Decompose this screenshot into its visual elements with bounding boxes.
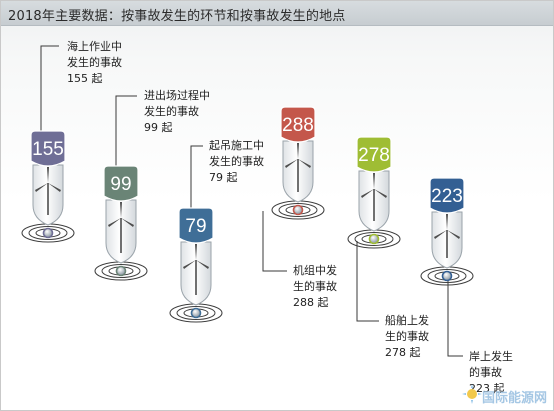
label-line: 进出场过程中: [144, 89, 210, 102]
label-onshore: 岸上发生 的事故 223 起: [469, 349, 513, 397]
label-line: 船舶上发: [385, 314, 429, 327]
location-marker: 288: [271, 106, 325, 220]
label-line: 生的事故: [293, 280, 337, 293]
label-line: 起吊施工中: [209, 139, 264, 152]
label-line: 生的事故: [385, 330, 429, 343]
marker-badge: [429, 177, 465, 214]
turbine-blades: [108, 202, 134, 227]
ripple-ring: [427, 269, 467, 283]
marker-value: 79: [185, 216, 206, 237]
location-marker: 278: [347, 136, 401, 249]
watermark: 国际能源网: [481, 391, 547, 406]
label-vessel: 船舶上发 生的事故 278 起: [385, 313, 429, 361]
marker-ball: [292, 204, 304, 216]
label-offshore-operation: 海上作业中 发生的事故 155 起: [67, 39, 122, 87]
leader-line: [190, 145, 203, 209]
location-marker: 223: [420, 177, 474, 286]
label-lifting: 起吊施工中 发生的事故 79 起: [209, 138, 264, 186]
leader-lines: [40, 45, 463, 357]
label-line: 发生的事故: [209, 155, 264, 168]
watermark-logo-icon: [462, 384, 482, 404]
ripple-ring: [278, 203, 318, 217]
marker-ball: [42, 227, 54, 239]
markers-layer: 155 99 79 288 278 223: [21, 106, 474, 323]
ripple-ring: [28, 226, 68, 240]
location-marker: 155: [21, 130, 75, 243]
leader-line: [356, 241, 379, 322]
marker-value: 223: [431, 186, 463, 207]
label-line: 机组中发: [293, 264, 337, 277]
label-line: 278 起: [385, 346, 421, 359]
label-line: 发生的事故: [144, 105, 199, 118]
marker-ball: [190, 307, 202, 319]
leader-line: [115, 95, 137, 167]
marker-badge: [103, 165, 139, 202]
location-marker: 79: [169, 207, 223, 323]
leader-line: [262, 211, 287, 272]
label-line: 99 起: [144, 121, 173, 134]
ripple-ring: [101, 264, 141, 278]
label-entry-exit: 进出场过程中 发生的事故 99 起: [144, 88, 210, 136]
title-bar: 2018年主要数据：按事故发生的环节和按事故发生的地点: [1, 1, 553, 26]
leader-line: [40, 45, 59, 132]
label-line: 岸上发生: [469, 350, 513, 363]
marker-badge: [280, 106, 316, 143]
label-line: 288 起: [293, 296, 329, 309]
leader-line: [447, 278, 463, 357]
marker-ball: [368, 233, 380, 245]
marker-value: 278: [358, 145, 390, 166]
ripple-ring: [176, 306, 216, 320]
turbine-blades: [361, 173, 387, 198]
turbine-blades: [35, 167, 61, 192]
marker-badge: [178, 207, 214, 244]
turbine-blades: [183, 244, 209, 269]
ripple-ring: [354, 232, 394, 246]
marker-ball: [441, 270, 453, 282]
turbine-blades: [434, 214, 460, 239]
marker-ball: [115, 265, 127, 277]
label-line: 海上作业中: [67, 40, 122, 53]
label-line: 发生的事故: [67, 56, 122, 69]
turbine-blades: [285, 143, 311, 168]
label-line: 79 起: [209, 171, 238, 184]
marker-value: 288: [282, 115, 314, 136]
label-line: 的事故: [469, 366, 502, 379]
marker-value: 155: [32, 139, 64, 160]
location-marker: 99: [94, 165, 148, 281]
marker-badge: [30, 130, 66, 167]
label-line: 155 起: [67, 72, 103, 85]
page-title: 2018年主要数据：按事故发生的环节和按事故发生的地点: [8, 9, 346, 24]
label-line: 223 起: [469, 382, 505, 395]
marker-badge: [356, 136, 392, 173]
label-turbine: 机组中发 生的事故 288 起: [293, 263, 337, 311]
marker-value: 99: [110, 174, 131, 195]
